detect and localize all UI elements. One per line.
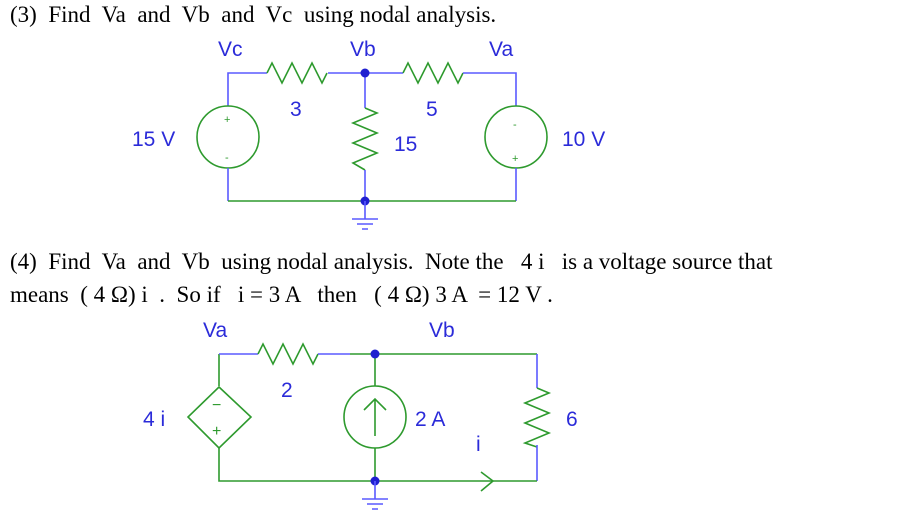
dep-source-label: 4 i xyxy=(143,408,165,431)
minus-sign: - xyxy=(513,119,517,131)
resistor-15 xyxy=(350,107,380,171)
resistor-label-3: 3 xyxy=(290,98,302,121)
plus-sign: + xyxy=(224,114,230,126)
plus-sign: + xyxy=(512,153,518,165)
ground-wire xyxy=(218,448,537,482)
node-label-vb: Vb xyxy=(429,319,455,342)
ground-icon xyxy=(352,201,378,230)
node-label-vc: Vc xyxy=(218,38,243,61)
minus-sign: - xyxy=(225,152,229,164)
resistor-label-15: 15 xyxy=(394,133,417,156)
node-dot xyxy=(360,68,370,78)
current-source-label: 2 A xyxy=(415,408,445,431)
problem-4-text-line1: (4) Find Va and Vb using nodal analysis.… xyxy=(10,249,773,274)
node-dot xyxy=(370,349,380,359)
node-label-va: Va xyxy=(203,319,227,342)
resistor-label-2: 2 xyxy=(281,379,293,402)
resistor-3 xyxy=(266,61,328,85)
current-source-2a xyxy=(343,385,407,449)
wire xyxy=(227,72,267,106)
resistor-label-5: 5 xyxy=(426,98,438,121)
resistor-label-6: 6 xyxy=(566,408,578,431)
wire xyxy=(463,72,517,106)
plus-sign: + xyxy=(212,423,221,440)
circuit-4: Va Vb − + 2 6 4 i 2 A i xyxy=(143,319,578,510)
current-label-i: i xyxy=(476,433,481,456)
problem-3-text: (3) Find Va and Vb and Vc using nodal an… xyxy=(10,2,497,27)
resistor-6 xyxy=(522,387,552,448)
circuit-3: Vc Vb Va + - - + 3 5 15 15 V 10 V xyxy=(132,38,605,230)
source-label-15v: 15 V xyxy=(132,128,175,151)
problem-4-text-line2: means ( 4 Ω) i . So if i = 3 A then ( 4 … xyxy=(10,282,553,307)
arrow-up-icon xyxy=(363,397,387,436)
minus-sign: − xyxy=(212,397,221,414)
current-arrow-icon xyxy=(480,471,495,492)
node-label-vb: Vb xyxy=(350,38,376,61)
resistor-2 xyxy=(257,342,319,366)
ground-icon xyxy=(362,481,388,510)
resistor-5 xyxy=(402,61,464,85)
node-label-va: Va xyxy=(489,38,513,61)
source-label-10v: 10 V xyxy=(562,128,605,151)
